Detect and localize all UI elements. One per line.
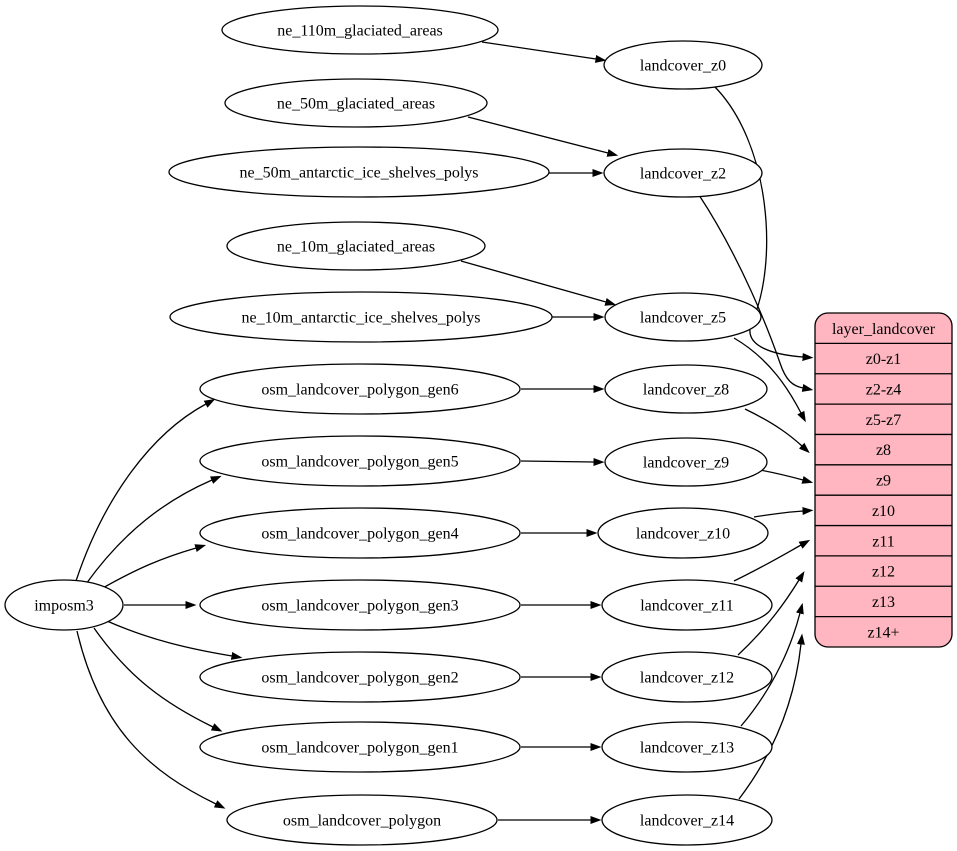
record-row-z9: z9 [876, 473, 891, 490]
node-label-ne_50m_glaciated_areas: ne_50m_glaciated_areas [277, 96, 435, 113]
node-landcover_z14: landcover_z14 [601, 794, 773, 846]
node-landcover_z9: landcover_z9 [604, 437, 768, 487]
edge-landcover_z13--layer_landcover:z13 [740, 602, 804, 727]
node-label-imposm3: imposm3 [34, 598, 94, 615]
edge-landcover_z2--layer_landcover:z2-z4 [698, 194, 814, 392]
record-row-z8: z8 [876, 442, 891, 459]
record-row-z13: z13 [872, 594, 895, 611]
node-label-ne_10m_antarctic_ice_shelves_polys: ne_10m_antarctic_ice_shelves_polys [241, 310, 480, 327]
node-landcover_z8: landcover_z8 [604, 364, 768, 414]
node-osm_landcover_polygon_gen2: osm_landcover_polygon_gen2 [199, 651, 521, 703]
node-landcover_z0: landcover_z0 [603, 40, 763, 90]
node-label-landcover_z13: landcover_z13 [640, 740, 734, 757]
node-osm_landcover_polygon_gen1: osm_landcover_polygon_gen1 [199, 721, 521, 773]
node-label-landcover_z11: landcover_z11 [640, 598, 734, 615]
node-landcover_z5: landcover_z5 [604, 292, 762, 342]
node-imposm3: imposm3 [4, 579, 124, 631]
node-layer_landcover-record: layer_landcover z0-z1 z2-z4 z5-z7 z8 z9 z10 z11… [814, 312, 953, 648]
record-row-z5-z7: z5-z7 [866, 412, 902, 429]
node-label-landcover_z12: landcover_z12 [640, 670, 734, 687]
node-label-ne_110m_glaciated_areas: ne_110m_glaciated_areas [277, 23, 443, 40]
record-row-z2-z4: z2-z4 [866, 382, 902, 399]
node-osm_landcover_polygon: osm_landcover_polygon [226, 794, 498, 846]
node-osm_landcover_polygon_gen6: osm_landcover_polygon_gen6 [199, 363, 521, 415]
edge-imposm3--osm_landcover_polygon_gen2 [106, 620, 243, 660]
edge-landcover_z12--layer_landcover:z12 [737, 571, 805, 656]
node-label-osm_landcover_polygon_gen4: osm_landcover_polygon_gen4 [261, 526, 458, 543]
node-ne_10m_antarctic_ice_shelves_polys: ne_10m_antarctic_ice_shelves_polys [169, 291, 553, 343]
node-osm_landcover_polygon_gen3: osm_landcover_polygon_gen3 [199, 579, 521, 631]
node-label-osm_landcover_polygon_gen5: osm_landcover_polygon_gen5 [261, 454, 458, 471]
edge-landcover_z10--layer_landcover:z10 [753, 507, 814, 518]
node-label-landcover_z10: landcover_z10 [636, 526, 730, 543]
node-label-osm_landcover_polygon_gen3: osm_landcover_polygon_gen3 [261, 598, 458, 615]
record-title: layer_landcover [832, 321, 936, 338]
record-row-z11: z11 [872, 533, 895, 550]
node-label-osm_landcover_polygon: osm_landcover_polygon [283, 813, 441, 830]
node-label-landcover_z5: landcover_z5 [640, 310, 726, 327]
edge-ne_50m_glaciated_areas--landcover_z2 [467, 116, 619, 157]
edge-osm_landcover_polygon_gen5--landcover_z9 [520, 457, 605, 466]
edge-imposm3--osm_landcover_polygon_gen4 [100, 544, 207, 590]
node-label-ne_10m_glaciated_areas: ne_10m_glaciated_areas [277, 239, 435, 256]
node-ne_50m_antarctic_ice_shelves_polys: ne_50m_antarctic_ice_shelves_polys [168, 146, 550, 198]
node-landcover_z11: landcover_z11 [601, 579, 773, 631]
node-osm_landcover_polygon_gen4: osm_landcover_polygon_gen4 [199, 507, 521, 559]
edge-landcover_z9--layer_landcover:z9 [759, 469, 814, 484]
record-row-z12: z12 [872, 564, 895, 581]
node-landcover_z10: landcover_z10 [597, 507, 769, 559]
record-row-z10: z10 [872, 503, 895, 520]
node-landcover_z2: landcover_z2 [603, 148, 763, 198]
edge-landcover_z14--layer_landcover:z14+ [738, 633, 805, 800]
node-label-landcover_z2: landcover_z2 [640, 166, 726, 183]
edge-imposm3--osm_landcover_polygon_gen5 [85, 475, 222, 585]
node-label-landcover_z0: landcover_z0 [640, 58, 726, 75]
edge-ne_10m_glaciated_areas--landcover_z5 [460, 260, 617, 306]
node-label-landcover_z9: landcover_z9 [643, 455, 729, 472]
node-ne_10m_glaciated_areas: ne_10m_glaciated_areas [226, 221, 486, 271]
record-row-z14+: z14+ [867, 624, 899, 641]
node-label-osm_landcover_polygon_gen1: osm_landcover_polygon_gen1 [261, 740, 458, 757]
edge-landcover_z8--layer_landcover:z8 [744, 408, 810, 454]
node-label-landcover_z14: landcover_z14 [640, 813, 734, 830]
edge-imposm3--osm_landcover_polygon [76, 630, 226, 809]
node-label-osm_landcover_polygon_gen2: osm_landcover_polygon_gen2 [261, 670, 458, 687]
node-landcover_z12: landcover_z12 [601, 651, 773, 703]
node-ne_50m_glaciated_areas: ne_50m_glaciated_areas [224, 78, 488, 128]
node-osm_landcover_polygon_gen5: osm_landcover_polygon_gen5 [199, 435, 521, 487]
edge-imposm3--osm_landcover_polygon_gen1 [93, 627, 223, 732]
node-label-osm_landcover_polygon_gen6: osm_landcover_polygon_gen6 [261, 382, 458, 399]
node-label-landcover_z8: landcover_z8 [643, 382, 729, 399]
node-landcover_z13: landcover_z13 [601, 721, 773, 773]
edge-landcover_z0--layer_landcover:z0-z1 [713, 85, 814, 361]
node-ne_110m_glaciated_areas: ne_110m_glaciated_areas [221, 5, 499, 55]
node-label-ne_50m_antarctic_ice_shelves_polys: ne_50m_antarctic_ice_shelves_polys [239, 165, 478, 182]
edge-landcover_z11--layer_landcover:z11 [733, 539, 811, 582]
edge-imposm3--osm_landcover_polygon_gen6 [75, 399, 216, 582]
edge-ne_110m_glaciated_areas--landcover_z0 [481, 41, 607, 63]
record-row-z0-z1: z0-z1 [866, 351, 902, 368]
edge-landcover_z5--layer_landcover:z5-z7 [733, 337, 806, 423]
